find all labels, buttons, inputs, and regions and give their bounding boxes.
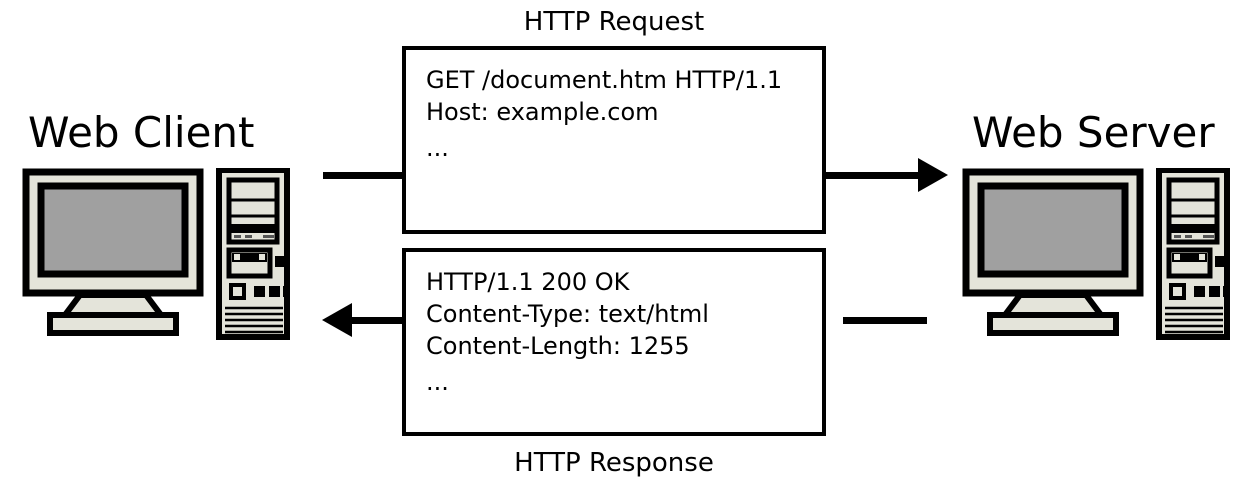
response-title: HTTP Response bbox=[514, 448, 714, 478]
response-line-1: HTTP/1.1 200 OK bbox=[426, 268, 630, 296]
client-label: Web Client bbox=[28, 108, 255, 157]
response-message-lines: HTTP/1.1 200 OK Content-Type: text/html … bbox=[426, 266, 709, 398]
response-line-2: Content-Type: text/html bbox=[426, 300, 709, 328]
request-arrow-line bbox=[823, 172, 927, 179]
request-line-3: ... bbox=[426, 134, 449, 162]
server-label: Web Server bbox=[972, 108, 1215, 157]
response-message-box: HTTP/1.1 200 OK Content-Type: text/html … bbox=[402, 248, 826, 436]
response-arrowhead-left-icon bbox=[322, 303, 352, 337]
response-line-4: ... bbox=[426, 368, 449, 396]
request-arrowhead-right-icon bbox=[918, 158, 948, 192]
request-message-box: GET /document.htm HTTP/1.1 Host: example… bbox=[402, 46, 826, 234]
response-line-3: Content-Length: 1255 bbox=[426, 332, 690, 360]
request-line-1: GET /document.htm HTTP/1.1 bbox=[426, 66, 783, 94]
request-message-lines: GET /document.htm HTTP/1.1 Host: example… bbox=[426, 64, 782, 164]
server-computer-icon bbox=[962, 168, 1230, 340]
response-arrow-line bbox=[348, 317, 406, 324]
request-title: HTTP Request bbox=[523, 7, 705, 37]
client-computer-icon bbox=[22, 168, 290, 340]
request-inbound-line bbox=[323, 172, 405, 179]
response-inbound-line bbox=[843, 317, 927, 324]
request-line-2: Host: example.com bbox=[426, 98, 659, 126]
